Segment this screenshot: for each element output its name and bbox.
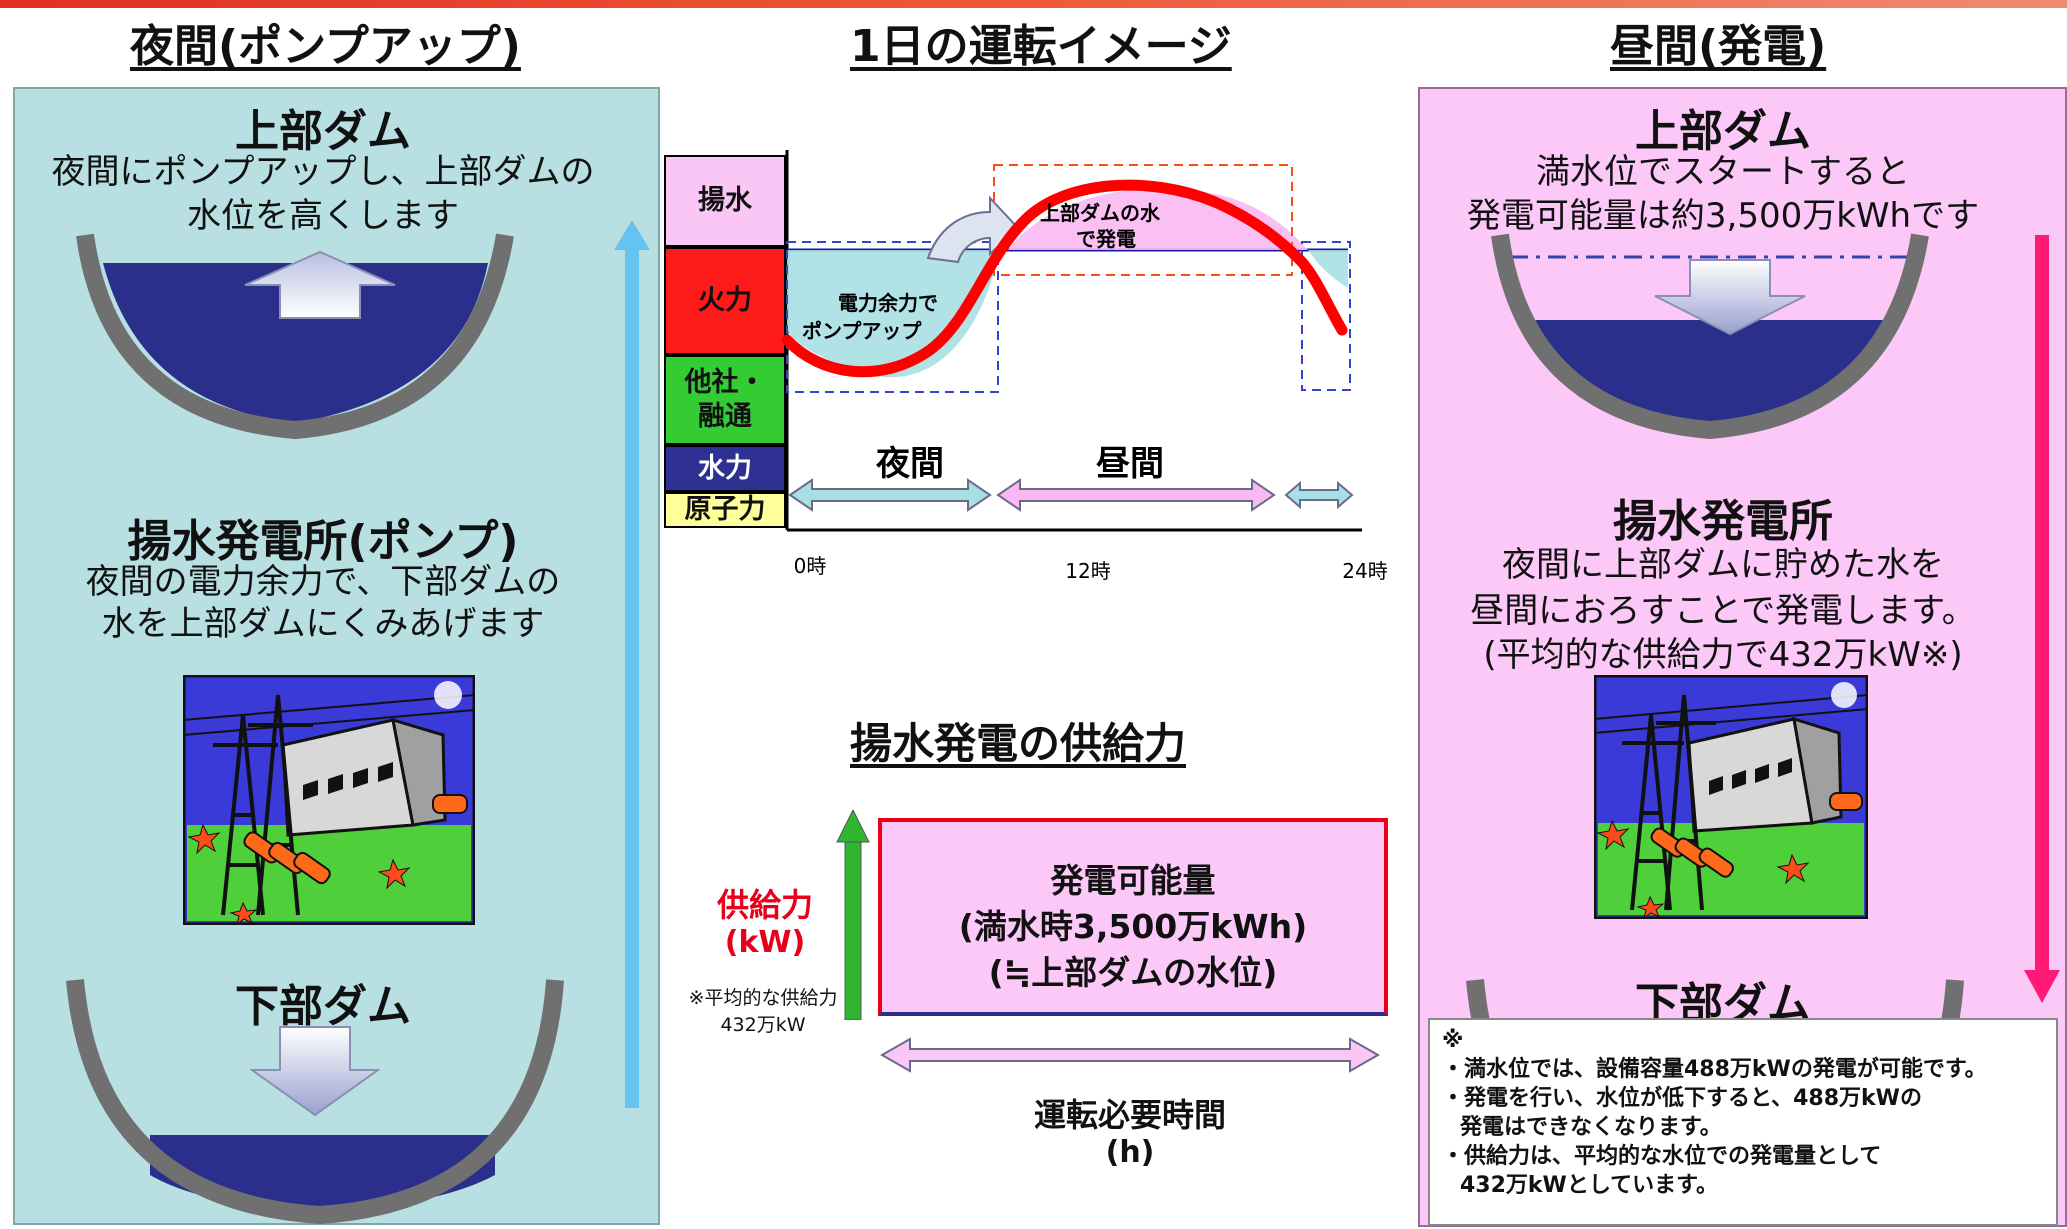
left-lower-basin-wall (66, 979, 564, 1225)
demand-curve (781, 179, 1348, 378)
footnote-line-1: ・満水位では、設備容量488万kWの発電が可能です。 (1442, 1057, 1987, 1082)
left-upper-dam-desc-2: 水位を高くします (187, 196, 459, 236)
x-tick-12: 12時 (1065, 559, 1110, 583)
night-to-day-arrow (926, 195, 1020, 264)
heading-daily-image: 1日の運転イメージ (850, 21, 1232, 72)
heading-night: 夜間(ポンプアップ) (130, 21, 521, 72)
supply-xlabel-2: (h) (1105, 1135, 1155, 1170)
capacity-box-line-2: (満水時3,500万kWh) (958, 907, 1308, 946)
night-dashed-box (786, 241, 999, 393)
footnote-mark: ※ (1442, 1028, 1464, 1053)
right-station-desc-2: 昼間におろすことで発電します。 (1470, 591, 1976, 631)
top-accent-bar (0, 0, 2067, 8)
left-long-up-arrow (614, 220, 650, 1108)
right-power-station-illustration (1594, 675, 1868, 919)
legend-other-companies: 他社・ 融通 (664, 355, 786, 445)
right-upper-basin (1491, 233, 1929, 440)
left-upper-water (103, 263, 488, 423)
supply-ynote-1: ※平均的な供給力 (688, 987, 838, 1009)
left-upper-basin-wall (76, 233, 514, 440)
late-dashed-box (1301, 241, 1351, 391)
left-power-station-illustration (183, 675, 475, 925)
right-upper-dam-desc-2: 発電可能量は約3,500万kWhです (1466, 196, 1980, 236)
right-upper-dam-title: 上部ダム (1635, 106, 1811, 157)
footnote-box: ※ ・満水位では、設備容量488万kWの発電が可能です。 ・発電を行い、水位が低… (1428, 1018, 2058, 1226)
right-station-title: 揚水発電所 (1613, 496, 1833, 547)
right-upper-basin-wall (1491, 233, 1929, 440)
supply-xlabel-1: 運転必要時間 (1033, 1096, 1226, 1134)
x-tick-24: 24時 (1342, 559, 1387, 583)
left-station-desc-1: 夜間の電力余力で、下部ダムの (85, 562, 561, 602)
footnote-line-4: ・供給力は、平均的な水位での発電量として (1442, 1144, 1882, 1169)
late-surplus-area (1308, 250, 1348, 288)
left-lower-dam-title: 下部ダム (235, 981, 411, 1032)
day-generation-area (1008, 188, 1308, 250)
day-period-arrow (996, 478, 1276, 512)
left-upper-dam-desc-1: 夜間にポンプアップし、上部ダムの (51, 152, 595, 192)
right-upper-water (1535, 320, 1885, 425)
supply-ylabel-1: 供給力 (716, 886, 813, 924)
daily-operation-chart: 電力余力で ポンプアップ 上部ダムの水 で発電 夜間 昼間 0時 12時 24時 (781, 150, 1388, 583)
left-station-title: 揚水発電所(ポンプ) (127, 516, 519, 567)
supply-ylabel-2: (kW) (724, 925, 806, 960)
legend-nuclear: 原子力 (664, 492, 786, 528)
left-upper-basin (76, 233, 514, 440)
right-station-desc-1: 夜間に上部ダムに貯めた水を (1502, 545, 1944, 585)
right-upper-dam-desc-1: 満水位でスタートすると (1536, 152, 1910, 192)
heading-supply: 揚水発電の供給力 (850, 719, 1187, 768)
callout-night-line-1: 電力余力で (838, 291, 938, 315)
late-period-arrow (1284, 480, 1354, 510)
legend-hydro: 水力 (664, 445, 786, 492)
supply-up-arrow (836, 810, 870, 1020)
heading-day: 昼間(発電) (1610, 21, 1827, 72)
right-station-desc-3: (平均的な供給力で432万kW※) (1483, 635, 1963, 675)
supply-ynote-2: 432万kW (720, 1014, 806, 1036)
legend-thermal: 火力 (664, 247, 786, 355)
duration-arrow (880, 1037, 1380, 1073)
callout-night-line-2: ポンプアップ (802, 319, 922, 343)
footnote-line-5: 432万kWとしています。 (1460, 1173, 1718, 1198)
capacity-box-line-1: 発電可能量 (1050, 861, 1216, 900)
right-upper-down-arrow (1654, 259, 1806, 336)
footnote-line-3: 発電はできなくなります。 (1460, 1115, 1722, 1140)
period-day-label: 昼間 (1096, 444, 1164, 484)
left-station-desc-2: 水を上部ダムにくみあげます (101, 604, 545, 644)
callout-day-line-1: 上部ダムの水 (1040, 201, 1161, 225)
period-night-label: 夜間 (875, 444, 944, 484)
left-upper-dam-title: 上部ダム (235, 106, 411, 157)
night-surplus-area (787, 250, 1000, 378)
left-lower-basin (66, 979, 564, 1225)
callout-day-line-2: で発電 (1076, 227, 1136, 251)
x-tick-0: 0時 (794, 554, 827, 578)
day-dashed-box (993, 164, 1293, 276)
right-long-down-arrow (2024, 235, 2060, 1003)
capacity-box-line-3: (≒上部ダムの水位) (988, 953, 1278, 992)
night-period-arrow (788, 478, 992, 512)
footnote-line-2: ・発電を行い、水位が低下すると、488万kWの (1442, 1086, 1922, 1111)
left-pump-up-arrow (244, 250, 396, 319)
left-lower-down-arrow (250, 1026, 380, 1117)
legend-pumped: 揚水 (664, 155, 786, 247)
generation-capacity-box: 発電可能量 (満水時3,500万kWh) (≒上部ダムの水位) (878, 818, 1388, 1016)
